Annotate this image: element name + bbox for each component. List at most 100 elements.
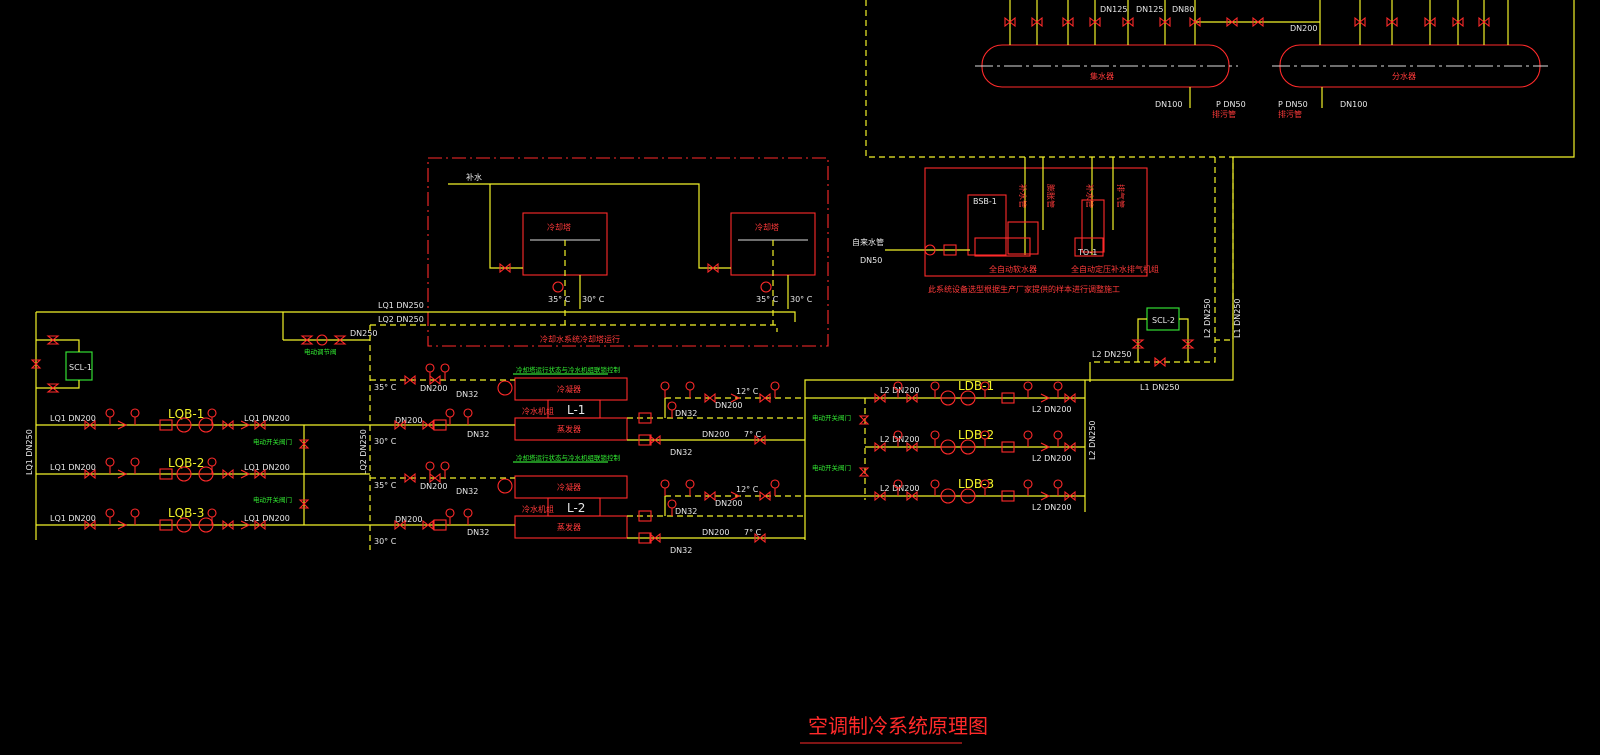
drain-pdn50-right: P DN50 [1278, 100, 1308, 109]
l2-dn250-h-label: L2 DN250 [1092, 350, 1132, 359]
pressure-gauge-icon [425, 363, 435, 373]
pump-in-label: L2 DN200 [880, 386, 920, 395]
flow-switch-icon [497, 478, 513, 494]
valve-icon [499, 262, 511, 274]
check-valve-icon [1040, 393, 1051, 403]
softener-label: 全自动软水器 [989, 264, 1037, 274]
lq2-dn250-label: LQ2 DN250 [378, 315, 424, 324]
pump-in-label: LQ1 DN200 [50, 463, 96, 472]
water-treatment-note: 此系统设备选型根据生产厂家提供的样本进行调整施工 [928, 284, 1120, 294]
tower-1-label: 冷却塔 [547, 222, 571, 232]
check-valve-icon [240, 420, 251, 430]
chiller-l2-evaporator-label: 蒸发器 [557, 522, 581, 532]
chiller-l1: 冷凝器 蒸发器 冷水机组 L-1 冷却塔运行状态与冷水机组联锁控制 35° C … [370, 365, 805, 457]
float-valve-icon [552, 281, 564, 293]
pressure-gauge-icon [893, 430, 903, 440]
water-headers: 集水器 分水器 DN200 DN125 DN125 DN80 DN100 P D… [975, 0, 1548, 119]
chiller-l1-t30: 30° C [374, 437, 397, 446]
valve-icon [1424, 16, 1436, 28]
valve-icon [1226, 16, 1238, 28]
pressure-gauge-icon [930, 381, 940, 391]
filter-icon [159, 419, 173, 431]
pressure-gauge-icon [770, 381, 780, 391]
chiller-l1-note: 冷却塔运行状态与冷水机组联锁控制 [516, 365, 621, 374]
valve-note-3: 电动开关阀门 [812, 413, 851, 422]
pump-out-label: LQ1 DN200 [244, 463, 290, 472]
pressure-gauge-icon [685, 381, 695, 391]
chiller-l1-dn200a: DN200 [420, 384, 447, 393]
water-treatment: BSB-1 TO-1 全自动软水器 全自动定压补水排气机组 补水管 膨胀管 补水… [852, 157, 1159, 294]
pressure-gauge-icon [130, 508, 140, 518]
l2-dn250-v-label: L2 DN250 [1203, 298, 1212, 338]
chiller-l1-dn32d: DN32 [670, 448, 692, 457]
valve-icon [1122, 16, 1134, 28]
float-valve-icon [760, 281, 772, 293]
valve-icon [1386, 16, 1398, 28]
chiller-l2-dn200c: DN200 [715, 499, 742, 508]
valve-icon [754, 434, 766, 446]
pressure-gauge-icon [1023, 479, 1033, 489]
pump-name-label: LQB-1 [168, 407, 204, 421]
chiller-l2-note: 冷却塔运行状态与冷水机组联锁控制 [516, 453, 621, 462]
tower-2-t30: 30° C [790, 295, 813, 304]
valve-icon [222, 468, 234, 480]
chiller-l2-dn32c: DN32 [675, 507, 697, 516]
chiller-l1-unit-label: 冷水机组 [522, 406, 554, 416]
chiller-l2-id: L-2 [567, 501, 585, 515]
filter-icon [159, 519, 173, 531]
valve-icon [1354, 16, 1366, 28]
drain-dn100-left: DN100 [1155, 100, 1182, 109]
chiller-l1-dn200b: DN200 [395, 416, 422, 425]
valve-icon [222, 519, 234, 531]
filter-icon [433, 419, 447, 431]
filter-icon [638, 510, 652, 522]
pressure-gauge-icon [1023, 381, 1033, 391]
pressure-gauge-icon [667, 499, 677, 509]
chiller-l2-t30: 30° C [374, 537, 397, 546]
elec-valve-label: 电动调节阀 [304, 347, 337, 356]
scl-1-group: SCL-1 [30, 335, 93, 393]
chiller-l1-t12: 12° C [736, 387, 759, 396]
pipe-symbols [84, 16, 1490, 544]
valve-icon [222, 419, 234, 431]
valve-icon [649, 434, 661, 446]
pump-out-label: LQ1 DN200 [244, 514, 290, 523]
valve-icon [84, 519, 96, 531]
valve-icon [1064, 490, 1076, 502]
chiller-l2-t35: 35° C [374, 481, 397, 490]
pressure-gauge-icon [445, 408, 455, 418]
filter-icon [159, 468, 173, 480]
pressure-gauge-icon [930, 430, 940, 440]
lq1-vertical-label: LQ1 DN250 [25, 429, 34, 475]
chiller-l1-evaporator-label: 蒸发器 [557, 424, 581, 434]
valve-icon [1062, 16, 1074, 28]
dn125-label-b: DN125 [1136, 5, 1163, 14]
tower-1-t35: 35° C [548, 295, 571, 304]
chiller-l1-id: L-1 [567, 403, 585, 417]
pump-in-label: LQ1 DN200 [50, 514, 96, 523]
softener-tank[interactable] [967, 194, 1007, 256]
check-valve-icon [240, 520, 251, 530]
cooling-pump-row: LQ1 DN200 LQB-2 LQ1 DN200 [36, 456, 370, 475]
check-valve-icon [240, 469, 251, 479]
chiller-l2-dn200d: DN200 [702, 528, 729, 537]
valve-icon [254, 419, 266, 431]
valve-icon [874, 392, 886, 404]
dn250-label: DN250 [350, 329, 377, 338]
filter-icon [1001, 441, 1015, 453]
chiller-l2-t12: 12° C [736, 485, 759, 494]
chiller-l1-dn200c: DN200 [715, 401, 742, 410]
filter-icon [638, 412, 652, 424]
chiller-l2-unit-label: 冷水机组 [522, 504, 554, 514]
main-loop-pipes: L2 DN250 L1 DN250 L2 DN250 L1 DN250 [865, 0, 1575, 392]
chiller-l1-dn32b: DN32 [467, 430, 489, 439]
pump-name-label: LQB-2 [168, 456, 204, 470]
valve-icon [874, 441, 886, 453]
valve-icon [1159, 16, 1171, 28]
chiller-l1-t7: 7° C [744, 430, 762, 439]
cooling-tower-area: 冷却塔 冷却塔 补水 35° C 30° C 35° C 30° C 冷却水系统… [427, 157, 829, 347]
pump-in-label: L2 DN200 [880, 484, 920, 493]
pump-out-label: LQ1 DN200 [244, 414, 290, 423]
pump-in-label: L2 DN200 [880, 435, 920, 444]
valve-icon [422, 519, 434, 531]
